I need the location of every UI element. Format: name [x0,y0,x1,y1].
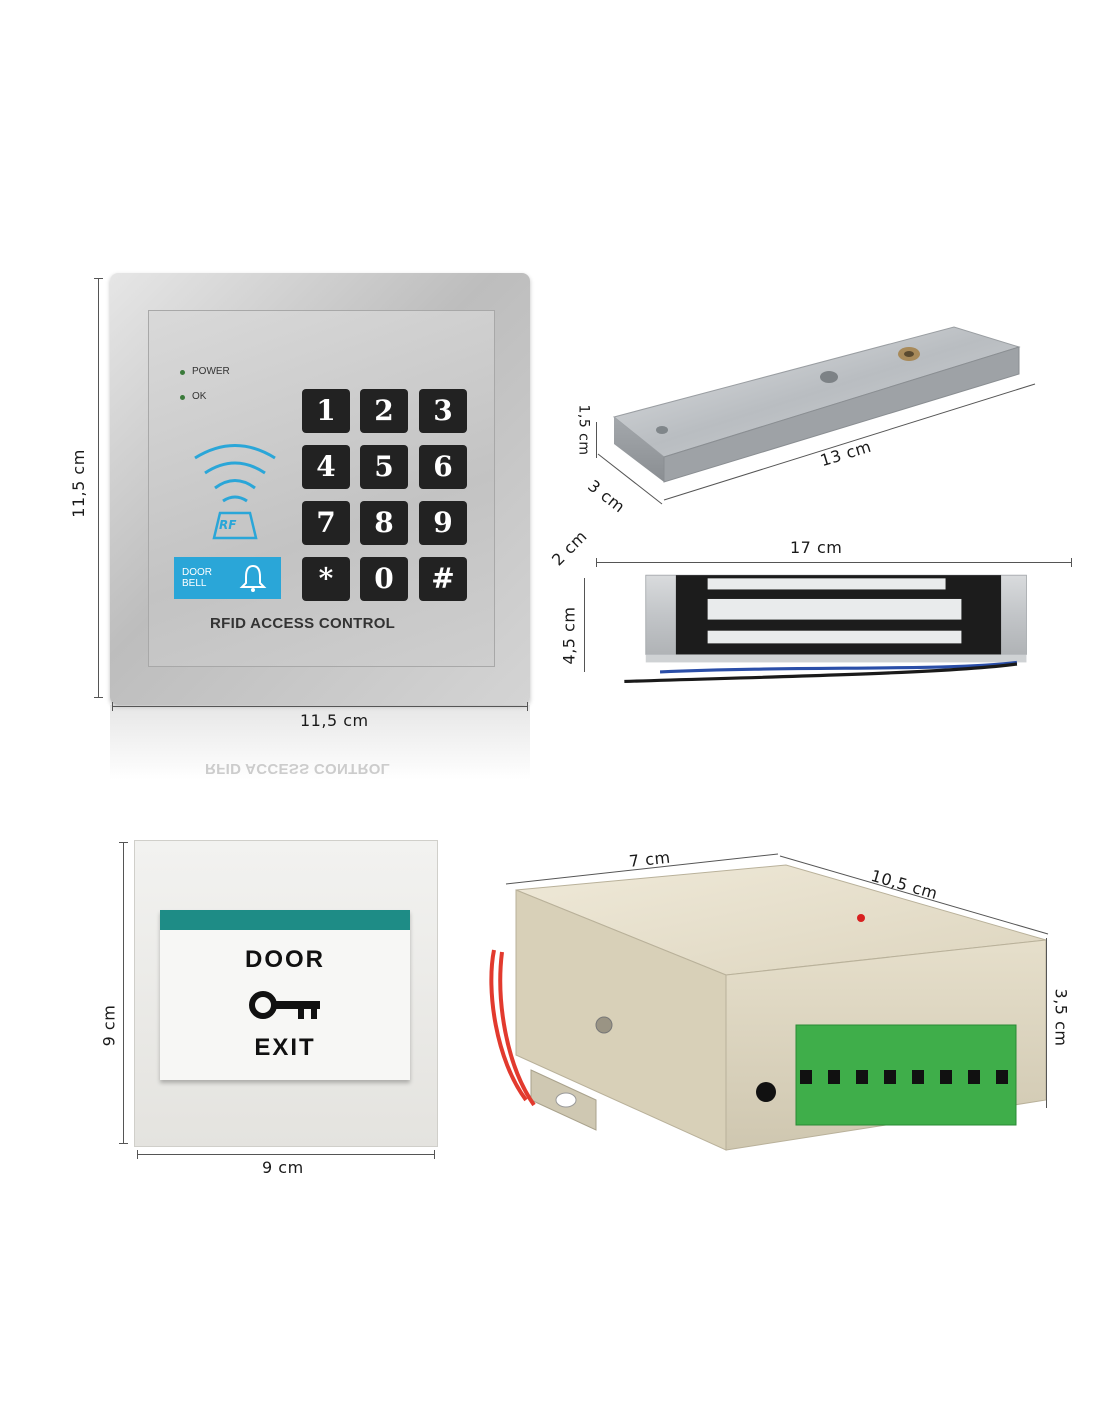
keypad-width-dim-tick-left [112,702,113,711]
keypad-key-9[interactable]: 9 [419,501,467,545]
magnet-height-dim-line [584,578,585,672]
keypad-key-1[interactable]: 1 [302,389,350,433]
keypad-key-hash[interactable]: # [419,557,467,601]
keypad-key-4[interactable]: 4 [302,445,350,489]
electromagnetic-lock [624,574,1027,684]
keypad-panel-title: RFID ACCESS CONTROL [210,615,396,632]
rf-signal-icon [194,444,276,540]
magnet-length-dim-tick-left [596,558,597,567]
magnet-length-dim-tick-right [1071,558,1072,567]
exit-height-dim-tick-bottom [119,1143,128,1144]
power-supply-controller [489,864,1047,1151]
keypad-key-3[interactable]: 3 [419,389,467,433]
exit-width-dim-line [137,1154,435,1155]
plate-length-dim-line [663,383,1036,501]
keypad-height-dim-tick-bottom [94,697,103,698]
keypad-key-0[interactable]: 0 [360,557,408,601]
keypad-key-star[interactable]: * [302,557,350,601]
key-icon [249,991,320,1019]
controller-height-dim: 3,5 cm [1051,988,1071,1047]
exit-button-strip [160,910,410,930]
doorbell-label-line1: DOOR [182,567,212,578]
exit-width-dim: 9 cm [262,1158,304,1177]
exit-button[interactable]: DOOR EXIT [160,910,410,1080]
keypad-key-6[interactable]: 6 [419,445,467,489]
exit-button-exit-text: EXIT [254,1034,316,1061]
controller-width-dim-line [505,853,779,885]
keypad-height-dim-line [98,278,99,698]
plate-height-dim: 1,5 cm [575,404,592,456]
keypad-height-dim-tick-top [94,278,103,279]
keypad-key-5[interactable]: 5 [360,445,408,489]
magnet-height-dim: 4,5 cm [559,606,579,665]
rf-label: RF [219,518,237,532]
ok-led-label: OK [192,391,207,402]
keypad-key-8[interactable]: 8 [360,501,408,545]
keypad-key-2[interactable]: 2 [360,389,408,433]
exit-width-dim-tick-right [434,1150,435,1159]
bell-icon [239,564,267,592]
exit-height-dim-tick-top [119,842,128,843]
power-led-label: POWER [192,366,230,377]
doorbell-button[interactable]: DOOR BELL [174,557,281,599]
keypad-reflection-text: RFID ACCESS CONTROL [205,760,391,777]
keypad-width-dim-tick-right [527,702,528,711]
controller-height-dim-line [1046,938,1047,1108]
exit-button-door-text: DOOR [245,946,325,973]
keypad-height-dim: 11,5 cm [68,449,88,518]
power-led-icon [180,370,185,375]
exit-height-dim: 9 cm [99,1004,119,1047]
keypad-reflection [110,705,530,780]
magnet-length-dim: 17 cm [790,538,843,557]
ok-led-icon [180,395,185,400]
doorbell-label-line2: BELL [182,578,207,589]
exit-width-dim-tick-left [137,1150,138,1159]
keypad-key-7[interactable]: 7 [302,501,350,545]
armature-plate [612,326,1021,483]
keypad-width-dim: 11,5 cm [300,711,369,730]
controller-length-dim-line [779,855,1049,935]
magnet-depth-dim: 2 cm [548,526,591,570]
keypad-width-dim-line [112,706,528,707]
exit-height-dim-line [123,842,124,1144]
plate-height-dim-line [596,422,597,458]
plate-depth-dim-line [597,453,663,505]
magnet-length-dim-line [596,562,1072,563]
